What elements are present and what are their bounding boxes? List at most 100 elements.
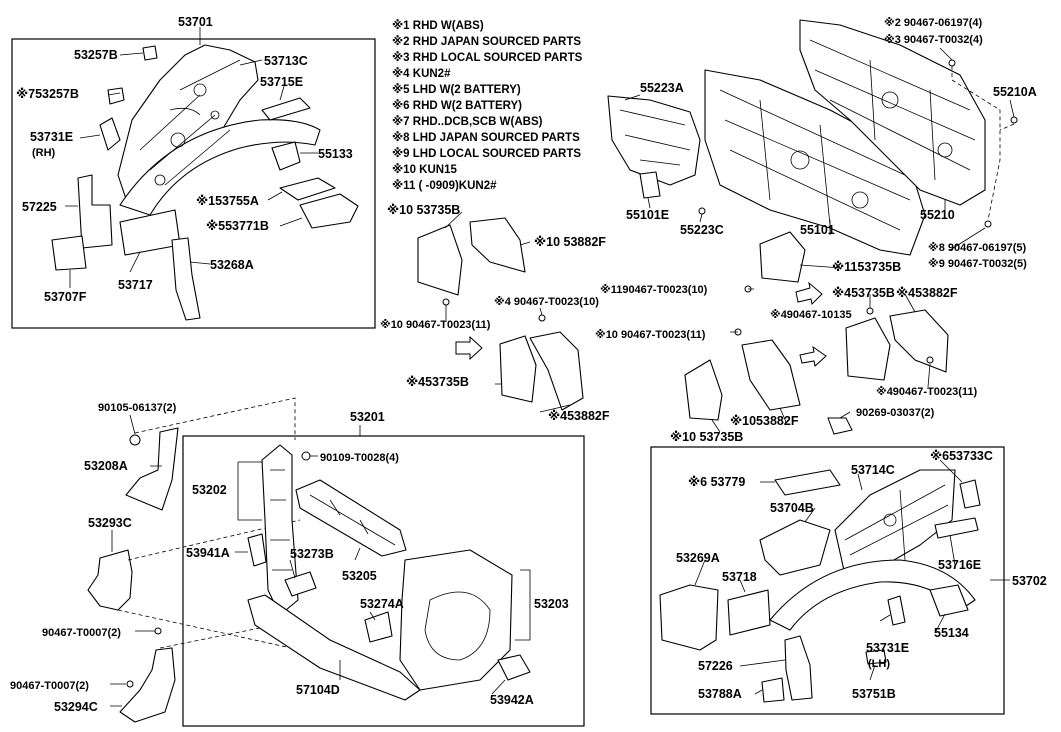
bolt-icon — [851, 191, 869, 209]
label-90467-T0023-10b: ※10 90467-T0023(11) — [595, 329, 706, 341]
part-55133 — [271, 141, 301, 171]
bolt-icon — [154, 174, 166, 186]
bolt-icon — [948, 59, 956, 67]
note-6: ※6 RHD W(2 BATTERY) — [392, 98, 522, 112]
label-57225: 57225 — [22, 200, 57, 214]
bolt-icon — [301, 451, 311, 461]
note-8: ※8 LHD JAPAN SOURCED PARTS — [392, 130, 580, 144]
note-9: ※9 LHD LOCAL SOURCED PARTS — [392, 146, 581, 160]
part-53735B-10a — [417, 224, 463, 296]
part-53941A — [247, 533, 267, 567]
note-10: ※10 KUN15 — [392, 162, 457, 176]
line-art-detail — [424, 591, 491, 661]
part-53731E-lh — [887, 595, 906, 626]
part-53715E — [261, 97, 311, 121]
line-art-detail — [444, 211, 931, 433]
line-art-detail — [719, 89, 911, 231]
label-53201: 53201 — [350, 410, 385, 424]
group-53201: 53201 90109-T0028(4) 53202 53941A 53273B… — [186, 410, 569, 707]
label-53704B: 53704B — [770, 501, 814, 515]
part-53882F-10b — [741, 339, 801, 411]
part-53716E — [934, 517, 979, 539]
label-53202: 53202 — [192, 483, 227, 497]
notes-legend: ※1 RHD W(ABS) ※2 RHD JAPAN SOURCED PARTS… — [392, 18, 583, 192]
label-90467-T0023-4a: ※4 90467-T0023(10) — [494, 296, 599, 308]
bolt-icon — [538, 314, 546, 322]
part-53735B-4a — [499, 335, 537, 403]
part-53205 — [295, 479, 407, 557]
label-90467-T0007-a: 90467-T0007(2) — [42, 627, 121, 639]
group-box-53701 — [11, 38, 376, 329]
part-53771B — [299, 193, 359, 229]
bolt-icon — [881, 91, 899, 109]
label-53882F-10a: ※10 53882F — [534, 235, 606, 249]
bolt-icon — [170, 132, 186, 148]
note-2: ※2 RHD JAPAN SOURCED PARTS — [392, 34, 581, 48]
label-55101: 55101 — [800, 223, 835, 237]
label-57226: 57226 — [698, 659, 733, 673]
label-53942A: 53942A — [490, 693, 534, 707]
label-90467-10135-4: ※490467-10135 — [770, 309, 852, 321]
part-53882F-10a — [469, 217, 526, 273]
part-53257B-7 — [107, 87, 125, 105]
part-53779 — [774, 469, 841, 496]
line-art-detail — [65, 27, 318, 288]
label-90467-T0023-4b: ※490467-T0023(11) — [876, 386, 978, 398]
bolt-icon — [1010, 116, 1018, 124]
label-53735B-11: ※1153735B — [832, 260, 901, 274]
part-53269A — [659, 584, 719, 651]
label-53751B: 53751B — [852, 687, 896, 701]
part-wheel-arch-lh — [769, 559, 976, 631]
label-53713C: 53713C — [264, 54, 308, 68]
direction-arrow — [795, 281, 823, 306]
note-7: ※7 RHD..DCB,SCB W(ABS) — [392, 114, 543, 128]
part-53202 — [261, 444, 299, 616]
bolt-icon — [790, 150, 810, 170]
line-art-detail — [844, 484, 949, 561]
label-53205: 53205 — [342, 569, 377, 583]
label-rh: (RH) — [32, 147, 56, 159]
part-53268A — [171, 237, 201, 321]
part-53294C — [119, 647, 176, 723]
label-53717: 53717 — [118, 278, 153, 292]
part-53882F-4a — [529, 331, 584, 411]
label-53941A: 53941A — [186, 546, 230, 560]
line-art-detail — [309, 494, 396, 546]
part-53735B-11 — [759, 231, 806, 283]
label-53257B-7: ※753257B — [16, 87, 79, 101]
label-90467-T0007-b: 90467-T0007(2) — [10, 680, 89, 692]
label-53274A: 53274A — [360, 597, 404, 611]
group-loose-left: 90105-06137(2) 53208A 53293C 90467-T0007… — [10, 397, 301, 723]
line-art-detail — [809, 39, 976, 181]
label-53268A: 53268A — [210, 258, 254, 272]
label-90269-03037: 90269-03037(2) — [856, 407, 935, 419]
bolt-icon — [926, 356, 934, 364]
note-11: ※11 ( -0909)KUN2# — [392, 178, 497, 192]
direction-arrow — [799, 345, 827, 367]
label-90467-06197-2: ※2 90467-06197(4) — [884, 17, 982, 29]
group-53701: 53701 53257B 53713C 53715E ※753257B 5373… — [16, 15, 359, 321]
part-53293C — [87, 549, 133, 611]
label-90467-T0023-10a: ※10 90467-T0023(11) — [380, 319, 491, 331]
part-55223A — [607, 95, 701, 186]
label-53293C: 53293C — [88, 516, 132, 530]
note-1: ※1 RHD W(ABS) — [392, 18, 484, 32]
line-art-detail — [951, 66, 1015, 221]
label-90467-T0032-9: ※9 90467-T0032(5) — [928, 258, 1027, 270]
part-57225 — [77, 174, 113, 249]
label-90109-T0028: 90109-T0028(4) — [320, 452, 399, 464]
part-53208A — [125, 427, 179, 511]
label-53294C: 53294C — [54, 700, 98, 714]
part-53751B — [865, 649, 887, 665]
bolt-icon — [883, 513, 897, 527]
part-53942A — [497, 654, 531, 681]
label-90467-T0023-11: ※1190467-T0023(10) — [600, 284, 708, 296]
part-53882F-4b — [889, 309, 949, 373]
label-90467-T0032-3: ※3 90467-T0032(4) — [884, 34, 983, 46]
label-53755A: ※153755A — [196, 194, 259, 208]
label-53208A: 53208A — [84, 459, 128, 473]
label-53702: 53702 — [1012, 574, 1047, 588]
label-53701: 53701 — [178, 15, 213, 29]
label-53714C: 53714C — [851, 463, 895, 477]
label-53731E-rh: 53731E — [30, 130, 73, 144]
